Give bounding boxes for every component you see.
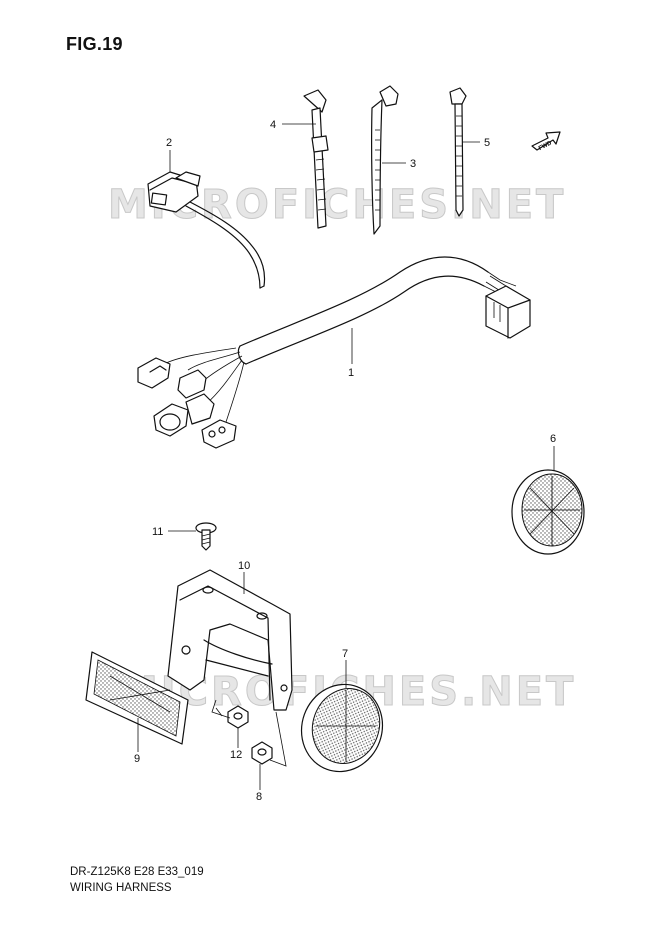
callout-4: 4 [270,119,276,131]
callout-11: 11 [152,526,163,538]
figure-title: FIG.19 [66,34,123,54]
part-12-nut [227,705,249,729]
fwd-arrow-icon: FWD [531,131,561,152]
part-5-cable-tie [449,87,467,217]
part-11-screw [195,522,217,551]
part-3-cable-tie [371,85,399,235]
part-6-reflector [511,469,585,555]
callout-9: 9 [134,753,140,765]
callout-2: 2 [166,137,172,149]
callout-5: 5 [484,137,490,149]
part-2-switch [147,171,266,289]
model-code: DR-Z125K8 E28 E33_019 [70,866,204,878]
callout-10: 10 [238,560,250,572]
part-9-reflector [85,651,189,745]
callout-6: 6 [550,433,556,445]
callout-12: 12 [230,749,242,761]
fwd-label: FWD [538,140,553,152]
section-name: WIRING HARNESS [70,882,172,894]
callout-8: 8 [256,791,262,803]
part-8-nut [251,741,273,765]
callout-1: 1 [348,367,354,379]
leader-8 [259,711,287,790]
callout-7: 7 [342,648,348,660]
part-4-clamp [303,89,329,229]
leader-12 [211,699,239,748]
callout-3: 3 [410,158,416,170]
part-7-reflector [300,683,384,773]
part-1-wiring-harness [137,256,531,449]
